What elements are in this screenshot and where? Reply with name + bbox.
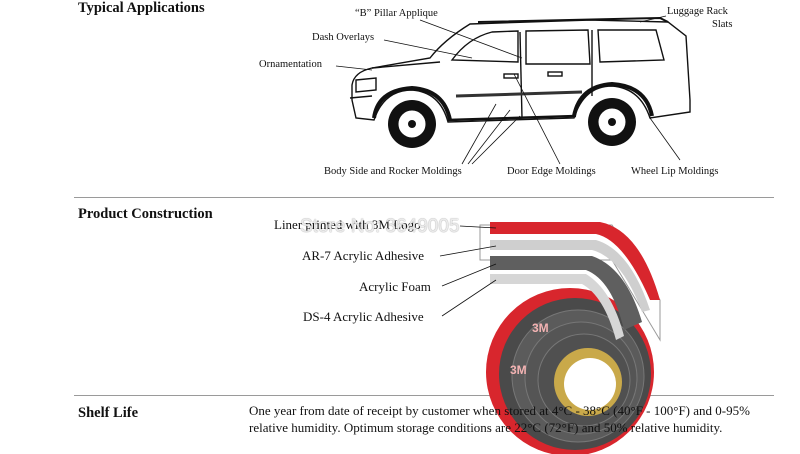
typical-applications-title: Typical Applications: [78, 0, 205, 16]
tape-logo-2: 3M: [510, 363, 527, 377]
leader-ds4: [441, 279, 497, 317]
tape-construction: 3M 3M: [479, 222, 661, 454]
store-watermark: Store No: 3649005: [300, 216, 460, 237]
rear-wheel: [588, 98, 636, 146]
door-line-1: [519, 31, 523, 119]
leader-ornament: [335, 65, 373, 71]
hood-line: [371, 61, 441, 69]
shelf-life-text: One year from date of receipt by custome…: [249, 403, 750, 435]
callout-luggage-1: Luggage Rack: [667, 6, 728, 17]
roof-rack: [477, 16, 669, 23]
tape-roll: 3M 3M: [486, 288, 654, 454]
ds4-layer: [490, 274, 624, 340]
leader-body-1: [461, 103, 497, 165]
door-handle-front: [503, 73, 519, 79]
leader-luggage: [639, 15, 667, 23]
shelf-life-title: Shelf Life: [78, 405, 139, 421]
callout-b-pillar: “B” Pillar Applique: [355, 8, 438, 19]
tape-logo-1: 3M: [532, 321, 549, 335]
callout-ornament: Ornamentation: [259, 59, 322, 70]
product-construction-title: Product Construction: [78, 206, 213, 222]
layer-liner-label: Liner printed with 3M Logo: [274, 217, 421, 232]
leader-body-2: [467, 109, 511, 165]
callout-wheel-lip: Wheel Lip Moldings: [631, 166, 719, 177]
rear-wheel-arch: [572, 81, 654, 117]
ar7-layer: [490, 240, 650, 312]
rear-window: [597, 29, 665, 63]
leader-door-edge: [513, 73, 561, 165]
front-window: [450, 30, 519, 63]
callout-body-side: Body Side and Rocker Moldings: [324, 166, 462, 177]
rocker: [447, 114, 577, 122]
leader-b-pillar: [419, 19, 523, 59]
liner-layer: [490, 222, 660, 300]
callout-door-edge: Door Edge Moldings: [507, 166, 596, 177]
layer-ds4-label: DS-4 Acrylic Adhesive: [303, 309, 424, 324]
headlight: [355, 77, 377, 93]
door-handle-rear: [547, 71, 563, 77]
layer-foam-label: Acrylic Foam: [359, 279, 431, 294]
leader-liner: [459, 225, 497, 229]
callout-luggage-2: Slats: [712, 19, 733, 30]
callout-dash: Dash Overlays: [312, 32, 375, 43]
front-wheel-arch: [372, 85, 452, 121]
body-molding: [455, 90, 583, 98]
mid-window: [525, 29, 591, 65]
leader-foam: [441, 263, 497, 287]
front-wheel: [388, 100, 436, 148]
leader-body-3: [471, 115, 521, 165]
leader-ar7: [439, 245, 497, 257]
divider-2: [74, 395, 774, 396]
leader-dash: [383, 39, 473, 59]
layer-ar7-label: AR-7 Acrylic Adhesive: [302, 248, 425, 263]
foam-layer: [490, 256, 642, 330]
leader-wheel-lip: [649, 117, 681, 161]
divider-1: [74, 197, 774, 198]
bumper: [349, 95, 373, 99]
